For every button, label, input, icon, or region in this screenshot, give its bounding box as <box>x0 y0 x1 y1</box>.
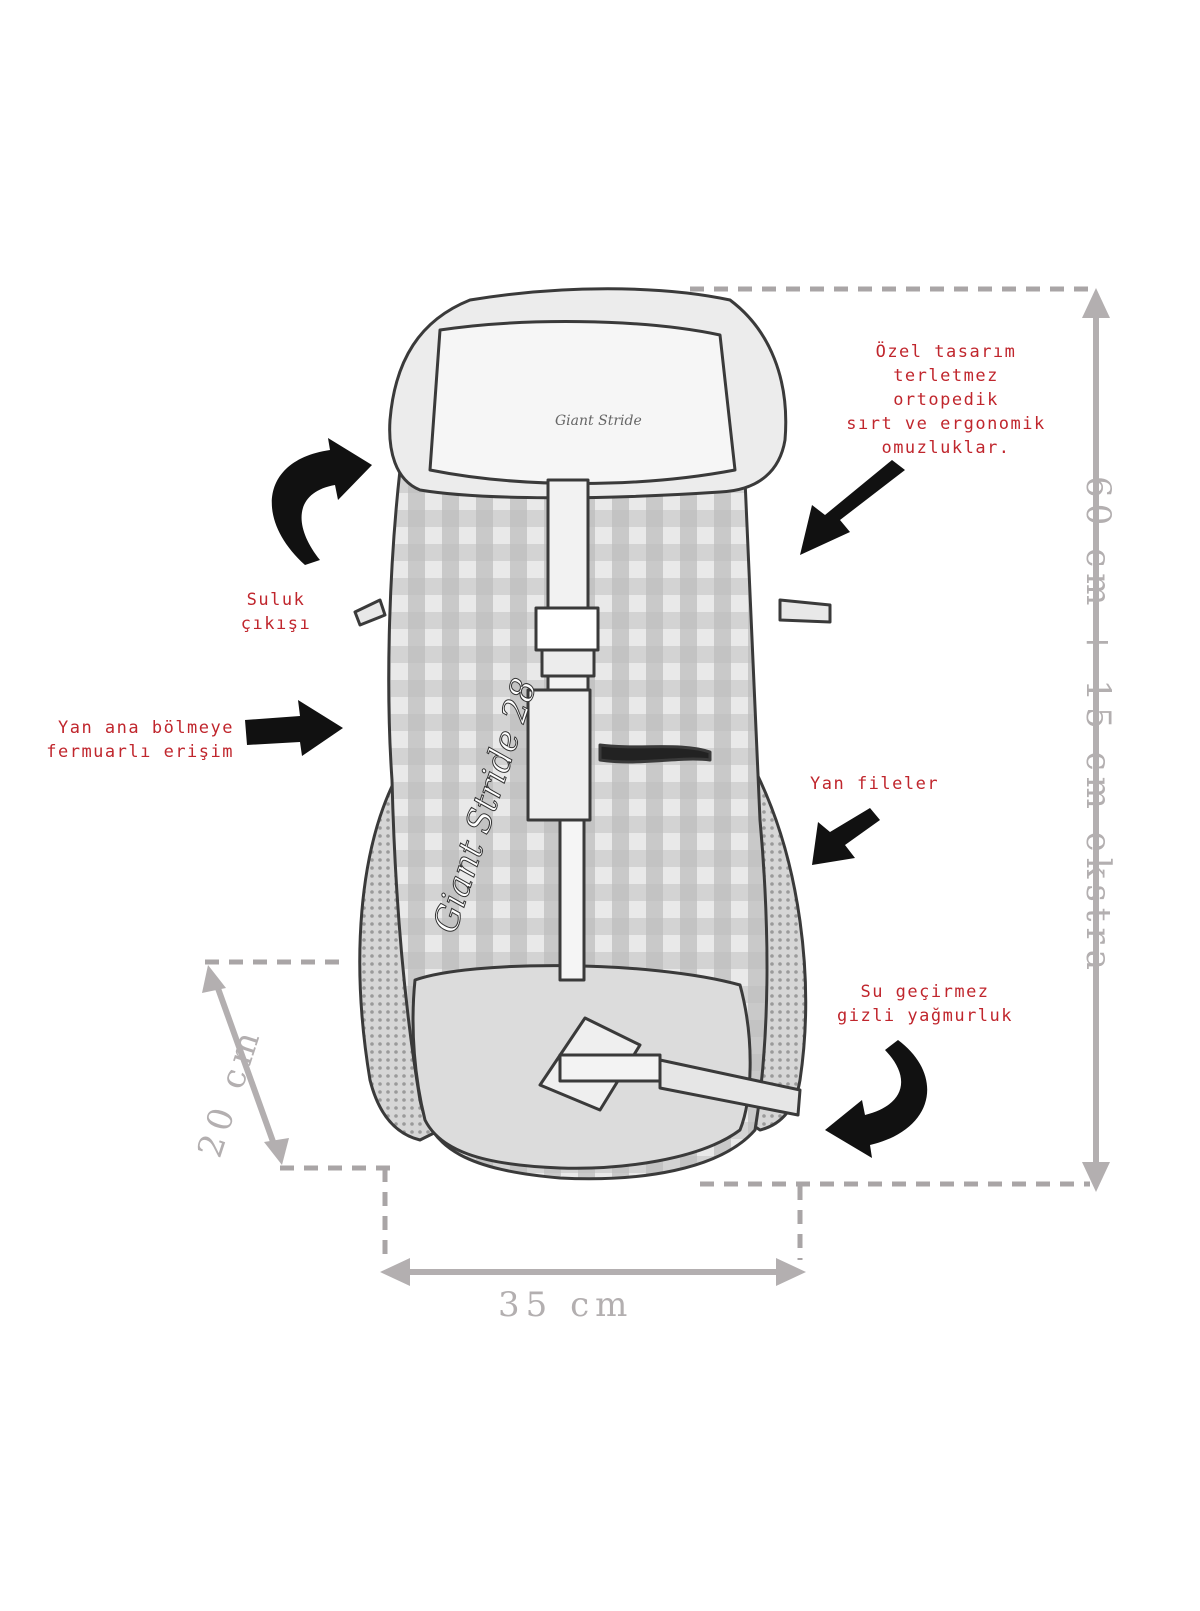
height-dimension-lines <box>690 286 1090 1187</box>
callout-line: Yan fileler <box>810 774 940 794</box>
callout-back-panel: Özel tasarım terletmez ortopedik sırt ve… <box>836 340 1056 460</box>
width-dimension-arrow <box>380 1258 806 1286</box>
lid-logo-text: Giant Stride <box>555 413 642 429</box>
callout-rain-cover: Su geçirmez gizli yağmurluk <box>820 980 1030 1028</box>
callout-line: Suluk <box>246 590 306 610</box>
callout-line: ortopedik <box>893 390 999 410</box>
depth-dimension-lines <box>205 959 395 1171</box>
callout-line: terletmez <box>893 366 999 386</box>
callout-line: çıkışı <box>240 614 312 634</box>
right-arrow-icon <box>245 700 343 756</box>
callout-line: fermuarlı erişim <box>46 742 234 762</box>
diagonal-arrow-icon <box>800 460 905 555</box>
callout-hydration: Suluk çıkışı <box>236 588 316 636</box>
callout-line: Özel tasarım <box>875 342 1017 362</box>
callout-line: Su geçirmez <box>860 982 990 1002</box>
height-dimension-arrow <box>1082 288 1110 1192</box>
backpack-illustration <box>353 287 832 1181</box>
depth-dimension-arrow <box>202 965 289 1165</box>
height-dimension-label: 60 cm + 15 cm ekstra <box>1078 476 1118 976</box>
curved-arrow-icon <box>271 438 372 565</box>
width-dimension-lines <box>382 1168 803 1260</box>
callout-line: omuzluklar. <box>881 438 1011 458</box>
curved-arrow-icon <box>825 1040 928 1158</box>
callout-line: gizli yağmurluk <box>836 1006 1014 1026</box>
callout-side-access: Yan ana bölmeye fermuarlı erişim <box>24 716 234 764</box>
diagonal-arrow-icon <box>812 808 880 865</box>
callout-line: Yan ana bölmeye <box>57 718 234 738</box>
callout-line: sırt ve ergonomik <box>846 414 1046 434</box>
width-dimension-label: 35 cm <box>498 1285 634 1325</box>
callout-side-mesh: Yan fileler <box>810 772 939 796</box>
